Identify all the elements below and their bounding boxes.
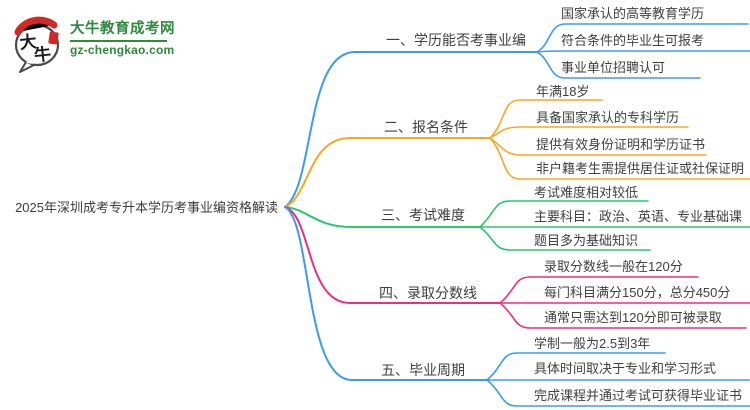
root-topic: 2025年深圳成考专升本学历考事业编资格解读 [15, 200, 278, 215]
branch-4-label: 四、录取分数线 [379, 285, 477, 301]
branch-2-child-1-curve [489, 99, 603, 139]
branch-3-child-3-curve [479, 226, 651, 251]
branch-5-curve [284, 206, 488, 381]
branch-1-child-1-curve [536, 23, 749, 53]
branch-2-curve [284, 137, 491, 208]
branch-3-label: 三、考试难度 [381, 207, 465, 223]
branch-3-curve [284, 206, 481, 228]
logo-domain: gz-chengkao.com [70, 43, 175, 57]
branch-5-child-1-curve [486, 352, 666, 381]
branch-1-child-3-curve [536, 51, 701, 79]
branch-5-child-3: 完成课程并通过考试可获得毕业证书 [534, 388, 743, 403]
branch-1-child-1: 国家承认的高等教育学历 [561, 6, 705, 21]
branch-4-child-3: 通常只需达到120分即可被录取 [544, 310, 722, 325]
branch-2-child-2: 具备国家承认的专科学历 [536, 110, 680, 125]
logo-mark-char-2: 牛 [33, 44, 52, 66]
branch-2-child-2-curve [489, 126, 689, 139]
branch-1-curve [284, 51, 538, 208]
branch-2-child-3: 提供有效身份证明和学历证书 [536, 137, 706, 152]
branch-2-label: 二、报名条件 [384, 119, 468, 135]
branch-5-child-3-curve [486, 379, 750, 407]
branch-1-child-3: 事业单位招聘认可 [561, 60, 666, 75]
logo-title: 大牛教育成考网 [70, 21, 175, 37]
branch-3-child-1: 考试难度相对较低 [534, 185, 639, 200]
branch-3-child-1-curve [479, 200, 649, 228]
branch-1-child-2-curve [536, 50, 750, 53]
branch-4-child-3-curve [499, 302, 747, 329]
branch-4-child-1: 录取分数线一般在120分 [544, 259, 683, 274]
brand-logo-mark: 大 牛 [14, 16, 60, 73]
logo-beret-shape [14, 16, 58, 36]
branch-2-child-4-curve [489, 137, 750, 180]
branch-2-child-3-curve [489, 137, 707, 156]
branch-5-child-2: 具体时间取决于专业和学习形式 [534, 361, 717, 376]
branch-4-curve [284, 206, 501, 304]
branch-2-child-4: 非户籍考生需提供居住证或社保证明 [536, 161, 745, 176]
branch-1-child-2: 符合条件的毕业生可报考 [561, 33, 705, 48]
branch-4-child-1-curve [499, 276, 699, 304]
branch-4-child-2: 每门科目满分150分，总分450分 [544, 285, 731, 300]
brand-logo: 大 牛 大牛教育成考网 gz-chengkao.com [12, 14, 175, 74]
branch-2-child-1: 年满18岁 [536, 84, 590, 99]
branch-3-child-2: 主要科目：政治、英语、专业基础课 [534, 209, 743, 224]
branch-5-label: 五、毕业周期 [381, 362, 465, 378]
logo-mark-char-1: 大 [19, 31, 38, 53]
branch-3-child-3: 题目多为基础知识 [534, 233, 639, 248]
branch-5-child-1: 学制一般为2.5到3年 [534, 336, 651, 351]
logo-divider [70, 40, 167, 42]
branch-1-label: 一、学历能否考事业编 [386, 32, 526, 48]
logo-seal-shape [48, 31, 59, 45]
